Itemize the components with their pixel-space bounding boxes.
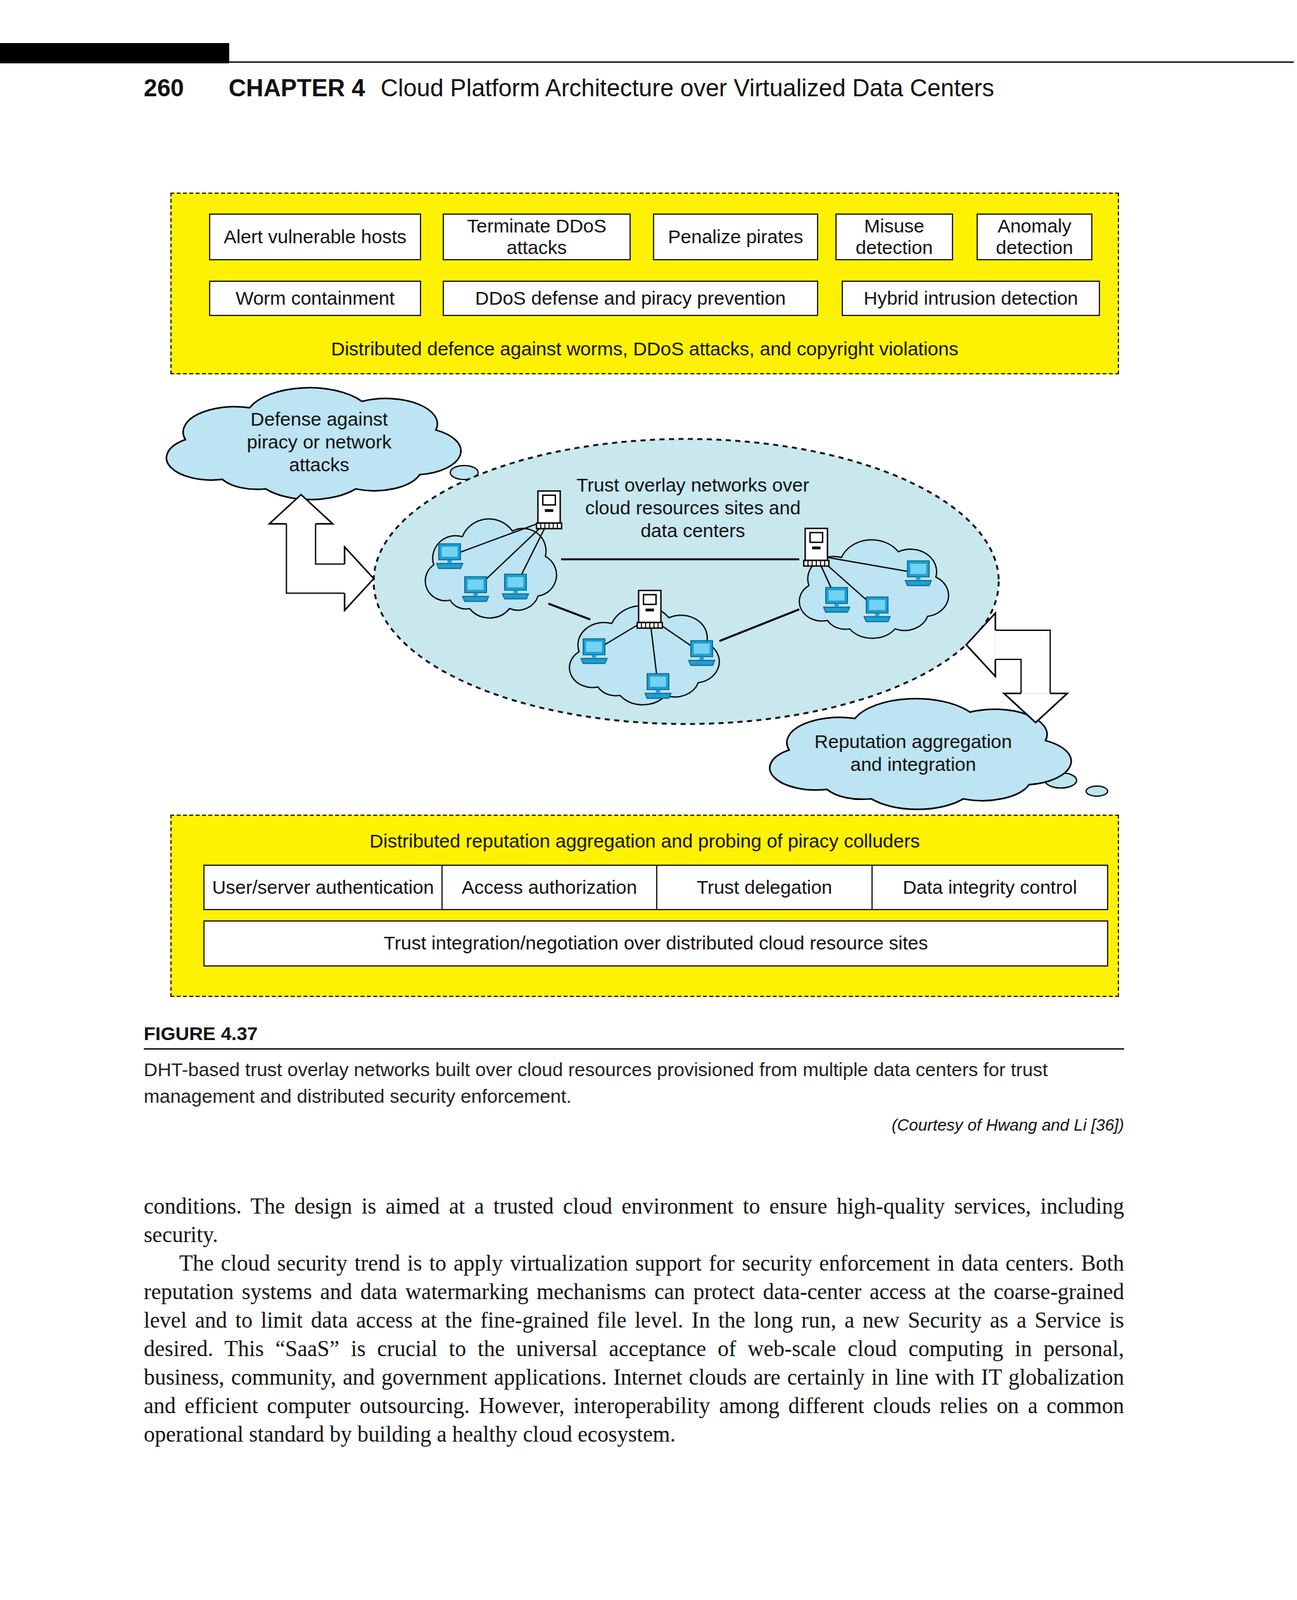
header-bar (0, 43, 230, 64)
box-label: Hybrid intrusion detection (863, 287, 1079, 310)
function-box: Hybrid intrusion detection (841, 280, 1101, 317)
box-label: Anomaly detection (981, 215, 1088, 260)
network-links (548, 559, 800, 641)
function-box: Alert vulnerable hosts (208, 213, 422, 261)
host-links (449, 519, 919, 686)
box-label: DDoS defense and piracy prevention (474, 287, 786, 310)
arrow-head-outline (344, 547, 374, 611)
chapter-title: Cloud Platform Architecture over Virtual… (380, 73, 995, 103)
box-label: Alert vulnerable hosts (223, 226, 407, 249)
figure-number: FIGURE 4.37 (143, 1022, 258, 1045)
ellipse-shape (373, 438, 999, 724)
arrow-head-fill (344, 547, 374, 611)
arrow-head-fill (269, 494, 333, 524)
box-label: Trust delegation (696, 876, 833, 899)
box-label: Terminate DDoS attacks (447, 215, 626, 260)
server-icon (637, 590, 663, 628)
cloud-shape (166, 387, 462, 500)
double-arrow (966, 613, 1068, 723)
site-cloud (425, 518, 557, 618)
function-box: Worm containment (208, 280, 422, 317)
figure-caption: DHT-based trust overlay networks built o… (143, 1056, 1125, 1110)
band-label: Distributed reputation aggregation and p… (171, 829, 1118, 853)
box-label: Misuse detection (840, 215, 949, 260)
overlay-label: Trust overlay networks over cloud resour… (569, 473, 817, 543)
cloud-shape (769, 698, 1071, 810)
function-box: Trust integration/negotiation over distr… (203, 920, 1109, 967)
cloud-label: Reputation aggregation and integration (808, 730, 1018, 776)
box-label: Access authorization (461, 876, 638, 899)
function-box: User/server authentication (203, 864, 443, 911)
body-paragraph: The cloud security trend is to apply vir… (143, 1248, 1125, 1449)
security-band: Distributed reputation aggregation and p… (170, 814, 1120, 997)
function-box: Access authorization (441, 864, 658, 911)
figure-rule (143, 1048, 1125, 1050)
function-box: DDoS defense and piracy prevention (442, 280, 819, 317)
host-link (816, 555, 919, 574)
double-arrow (269, 494, 374, 611)
site-link (548, 603, 591, 620)
arrow-head-fill (1003, 693, 1068, 723)
credit-line: (Courtesy of Hwang and Li [36]) (680, 1114, 1125, 1135)
function-box: Penalize pirates (652, 213, 819, 261)
server-icon (803, 528, 829, 566)
arrow-shaft-outline (300, 523, 345, 579)
box-label: Penalize pirates (668, 226, 804, 249)
chapter-label: CHAPTER 4 (228, 73, 365, 103)
arrow-head-fill (966, 613, 996, 677)
computer-icon (863, 596, 890, 622)
function-box: Anomaly detection (976, 213, 1093, 261)
computer-icon (462, 576, 489, 602)
callout-cloud: Defense against piracy or network attack… (150, 377, 472, 505)
site-link (719, 609, 800, 641)
arrow-head-outline (269, 494, 333, 524)
computer-icon (823, 587, 850, 612)
box-label: Worm containment (235, 287, 395, 310)
security-band: Distributed defence against worms, DDoS … (170, 192, 1120, 375)
band-label: Distributed defence against worms, DDoS … (171, 337, 1118, 361)
computer-icon (580, 638, 607, 664)
arrow-shaft-outline (995, 644, 1037, 694)
box-label: User/server authentication (212, 876, 434, 899)
page-number: 260 (143, 73, 184, 103)
arrow-head-outline (1003, 693, 1068, 723)
server-icon (536, 490, 562, 529)
arrow-head-outline (966, 613, 996, 677)
function-box: Misuse detection (835, 213, 954, 261)
cloud-label: Defense against piracy or network attack… (227, 407, 412, 477)
function-box: Trust delegation (656, 864, 873, 911)
computer-icon (904, 560, 931, 586)
box-label: Trust integration/negotiation over distr… (383, 932, 928, 955)
computer-icon (502, 573, 529, 599)
cloud-tail (1086, 785, 1108, 797)
arrow-shaft-fill (995, 644, 1037, 694)
function-box: Terminate DDoS attacks (442, 213, 631, 261)
header-rule (229, 61, 1294, 63)
function-box: Data integrity control (871, 864, 1109, 911)
arrow-shaft-fill (300, 523, 345, 579)
computer-icon (688, 640, 715, 665)
site-link (561, 558, 800, 561)
computer-icon (436, 543, 463, 569)
box-label: Data integrity control (902, 876, 1077, 899)
body-paragraph: conditions. The design is aimed at a tru… (143, 1191, 1125, 1249)
computer-icon (644, 673, 671, 698)
